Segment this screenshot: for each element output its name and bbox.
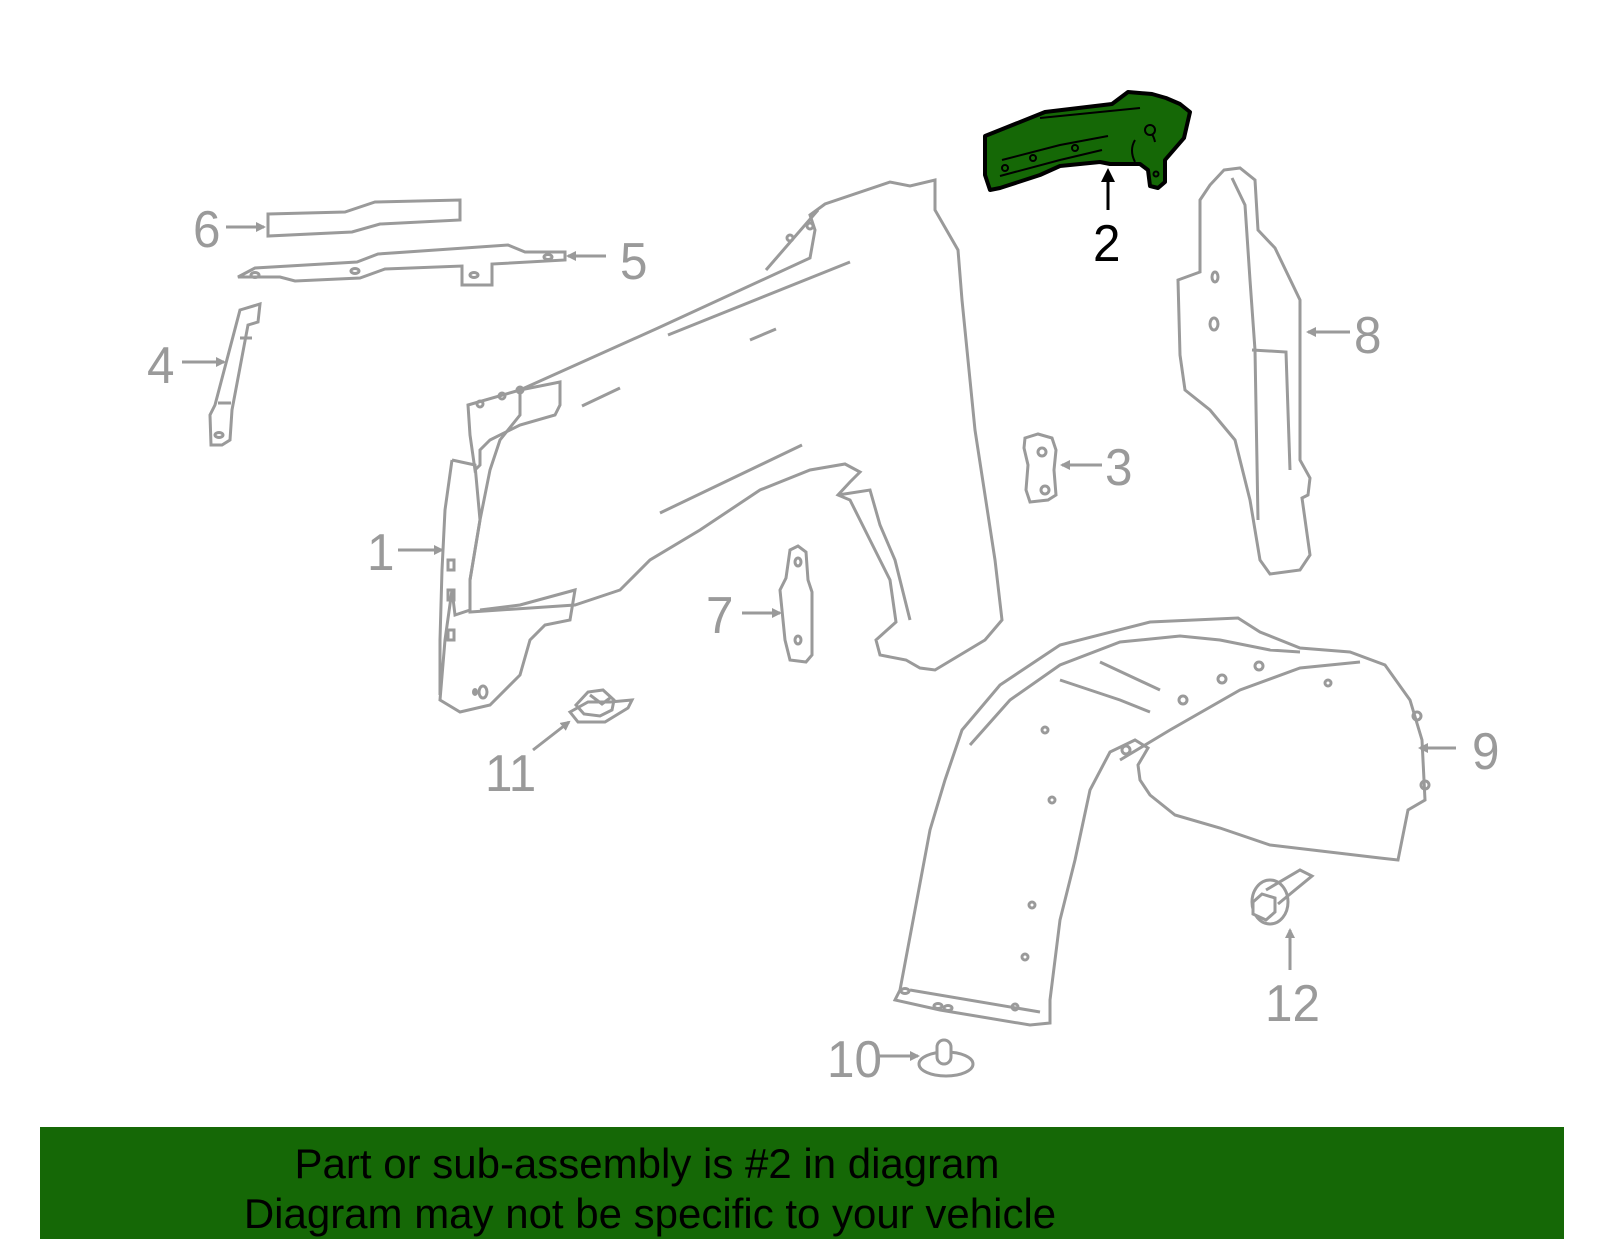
part-7-bracket[interactable]: [778, 544, 814, 664]
callout-3-label: 3: [1105, 439, 1133, 497]
callout-5-label: 5: [620, 233, 648, 291]
part-4-brace[interactable]: [208, 301, 262, 447]
part-3-bracket[interactable]: [1022, 432, 1058, 504]
banner-line-part-number: Part or sub-assembly is #2 in diagram: [294, 1140, 1000, 1187]
callout-12-label: 12: [1265, 975, 1320, 1033]
part-8-splash-shield[interactable]: [1176, 166, 1312, 576]
part-12-bolt[interactable]: [1250, 868, 1315, 926]
part-6-strip[interactable]: [266, 198, 462, 238]
part-1-fender[interactable]: [438, 178, 1004, 714]
part-11-clip[interactable]: [567, 688, 635, 724]
part-9-wheelhouse-liner[interactable]: [892, 616, 1431, 1027]
callout-2-label: 2: [1093, 215, 1121, 273]
callout-6-label: 6: [193, 201, 221, 259]
callout-1-label: 1: [367, 524, 395, 582]
callout-4-label: 4: [147, 337, 175, 395]
info-banner: Part or sub-assembly is #2 in diagram Di…: [40, 1127, 1564, 1239]
callout-10-label: 10: [827, 1031, 882, 1089]
part-10-push-pin[interactable]: [917, 1038, 975, 1078]
callout-11-label: 11: [485, 745, 537, 803]
callout-9-label: 9: [1472, 723, 1500, 781]
callout-7-label: 7: [706, 587, 734, 645]
callout-8-label: 8: [1354, 307, 1382, 365]
banner-line-disclaimer: Diagram may not be specific to your vehi…: [243, 1190, 1057, 1237]
callout-11-arrow: [532, 720, 571, 752]
part-5-bracket[interactable]: [237, 243, 567, 287]
part-2-bracket-highlighted[interactable]: [983, 90, 1192, 192]
